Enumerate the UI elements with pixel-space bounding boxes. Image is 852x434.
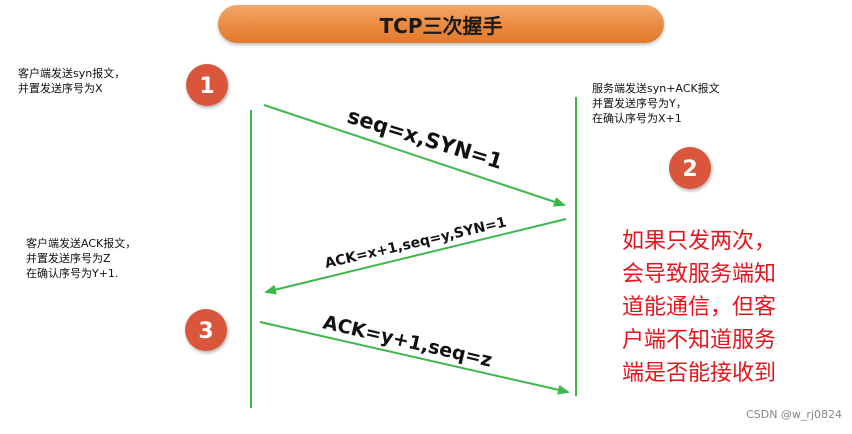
arrow-ack — [259, 321, 570, 395]
step-badge-3: 3 — [185, 309, 227, 351]
arrow-label-syn-ack: ACK=x+1,seq=y,SYN=1 — [323, 214, 508, 271]
red-explanation: 如果只发两次， 会导致服务端知 道能通信，但客 户端不知道服务 端是否能接收到 — [622, 229, 777, 386]
arrow-syn-ack — [264, 218, 567, 295]
step-number-2: 2 — [682, 157, 697, 182]
step-badge-1: 1 — [186, 64, 228, 106]
step-1-note-line: 客户端发送syn报文， — [18, 67, 126, 80]
title-bar: TCP三次握手 — [218, 5, 664, 43]
step-2-note-line: 服务端发送syn+ACK报文 — [592, 82, 720, 95]
step-3-note-line: 并置发送序号为Z — [26, 252, 111, 265]
watermark: CSDN @w_rj0824 — [746, 408, 842, 421]
step-2-note-line: 并置发送序号为Y， — [592, 97, 687, 110]
step-3-note-line: 在确认序号为Y+1. — [26, 267, 119, 280]
arrow-syn — [263, 104, 566, 207]
diagram-title: TCP三次握手 — [379, 13, 503, 38]
step-number-3: 3 — [198, 319, 213, 344]
step-3-note-line: 客户端发送ACK报文， — [26, 237, 137, 250]
step-badge-2: 2 — [669, 147, 711, 189]
step-2-note-line: 在确认序号为X+1 — [592, 112, 682, 125]
step-1-note-line: 并置发送序号为X — [18, 82, 103, 95]
step-3-note: 客户端发送ACK报文， 并置发送序号为Z 在确认序号为Y+1. — [26, 236, 136, 281]
step-1-note: 客户端发送syn报文， 并置发送序号为X — [18, 66, 125, 96]
step-number-1: 1 — [199, 74, 214, 99]
step-2-note: 服务端发送syn+ACK报文 并置发送序号为Y， 在确认序号为X+1 — [592, 81, 720, 126]
